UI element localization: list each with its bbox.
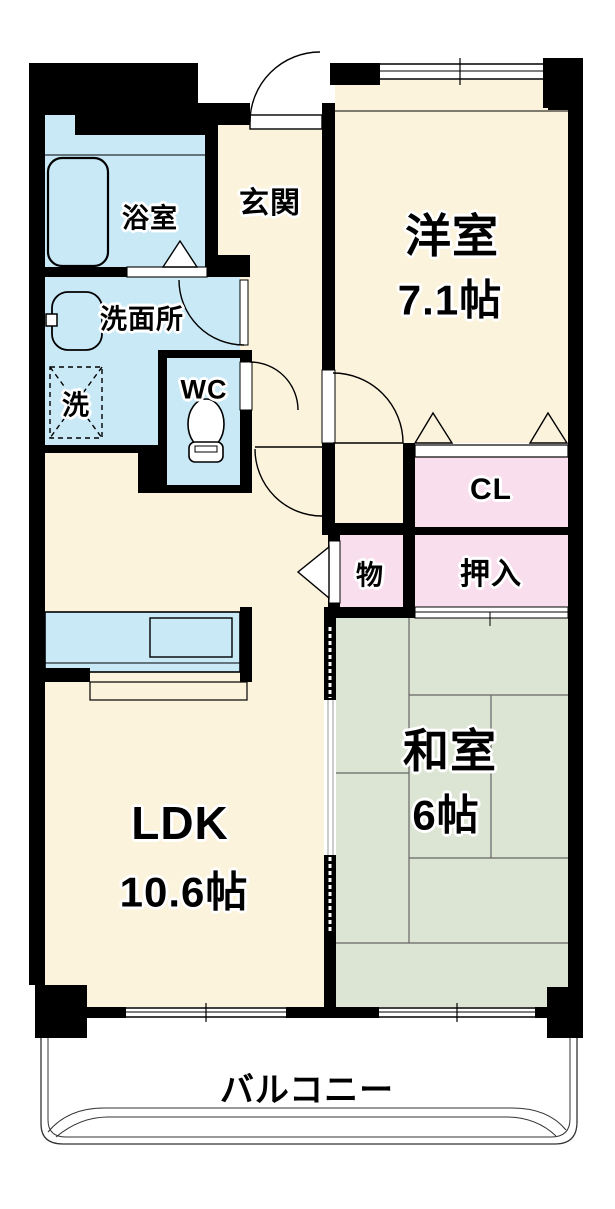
- entrance-door-arc: [249, 51, 321, 123]
- closet-door-track: [414, 444, 569, 458]
- label-washroom: 洗面所: [100, 304, 184, 335]
- storage-door-track: [328, 540, 341, 604]
- room-washroom-floor: [45, 277, 240, 350]
- washroom-door-leaf: [239, 279, 249, 346]
- kitchen-counter: [44, 611, 248, 701]
- room-oshiire-floor: [415, 535, 568, 607]
- kitchen-ledge: [89, 681, 248, 701]
- room-bath-floor: [45, 115, 75, 267]
- balcony-floor: [41, 1038, 577, 1144]
- label-laundry: 洗: [62, 390, 90, 421]
- bath-folding-door-icon: [161, 239, 199, 268]
- storage-folding-door-icon: [296, 545, 330, 600]
- room-closet-floor: [415, 447, 568, 527]
- label-oshiire: 押入: [460, 558, 522, 591]
- tatami-partition: [324, 627, 336, 933]
- bathtub-icon: [46, 156, 110, 268]
- western-room-window: [380, 58, 543, 85]
- label-japanese-room: 和室: [403, 725, 497, 777]
- room-storage-floor: [340, 535, 403, 607]
- label-ldk: LDK: [131, 797, 229, 849]
- closet-folding-door-icon-left: [413, 411, 454, 444]
- western-room-door-leaf: [321, 369, 336, 444]
- label-bathroom: 浴室: [122, 203, 178, 234]
- label-wc: WC: [180, 374, 228, 405]
- doors: [126, 51, 569, 933]
- room-western-nook-floor: [335, 443, 403, 523]
- fixtures: [44, 110, 568, 701]
- label-entrance: 玄関: [239, 187, 301, 220]
- tatami-lines: [336, 618, 568, 944]
- label-western-room-size: 7.1帖: [397, 276, 503, 324]
- laundry-pan-icon: [49, 366, 103, 439]
- label-ldk-size: 10.6帖: [119, 868, 249, 916]
- tatami-room-window: [379, 1003, 535, 1022]
- room-ldk-floor: [45, 447, 336, 1007]
- label-western-room: 洋室: [405, 210, 499, 262]
- balcony-rail: [40, 1038, 578, 1145]
- room-fills: [41, 80, 577, 1144]
- hall-ldk-door-arc: [254, 448, 323, 517]
- wc-door-leaf: [239, 361, 253, 411]
- closet-folding-door-icon-right: [528, 411, 569, 444]
- kitchen-sink-icon: [149, 617, 233, 658]
- entrance-door-leaf: [249, 114, 323, 130]
- label-balcony: バルコニー: [219, 1071, 395, 1110]
- ldk-window: [126, 1003, 286, 1022]
- label-storage: 物: [356, 560, 384, 591]
- wc-door-arc: [249, 361, 299, 411]
- label-closet: CL: [470, 473, 512, 506]
- washbasin-tap-icon: [45, 313, 58, 327]
- windows: [126, 58, 543, 1022]
- toilet-icon: [187, 398, 225, 463]
- oshiire-sliding-door: [414, 606, 569, 626]
- western-room-door-arc: [332, 372, 404, 444]
- room-tatami-floor: [336, 618, 568, 1007]
- label-japanese-room-size: 6帖: [412, 791, 480, 839]
- bath-door-track: [126, 266, 208, 278]
- room-western-floor: [335, 80, 568, 443]
- washroom-door-arc: [178, 279, 245, 346]
- walls: [29, 58, 583, 1038]
